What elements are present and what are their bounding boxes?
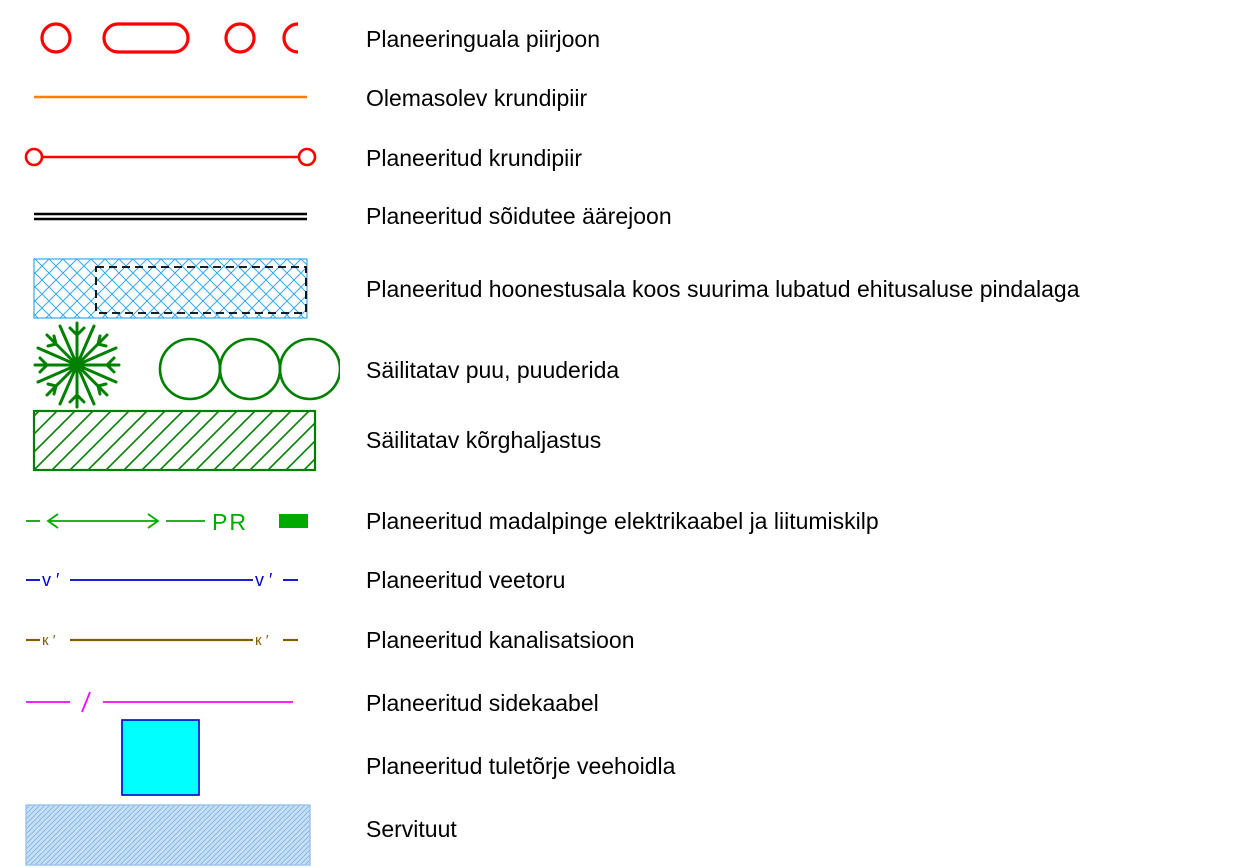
elektrikaabel-tag: PR <box>212 509 248 535</box>
legend-label-sidekaabel: Planeeritud sidekaabel <box>366 690 599 716</box>
legend-label-elektrikaabel: Planeeritud madalpinge elektrikaabel ja … <box>366 508 879 534</box>
svg-text:v ′: v ′ <box>42 570 60 590</box>
legend-label-servituut: Servituut <box>366 816 457 842</box>
legend-label-soidutee: Planeeritud sõidutee äärejoon <box>366 203 672 229</box>
legend-symbol-puu <box>33 321 340 409</box>
legend-label-puu: Säilitatav puu, puuderida <box>366 357 620 383</box>
legend-symbol-tuletorje <box>121 719 200 796</box>
legend-symbol-kanalisatsioon: к ′ к ′ <box>26 632 298 649</box>
svg-text:к ′: к ′ <box>42 632 56 649</box>
legend-symbol-korghaljastus <box>32 409 317 472</box>
legend-label-korghaljastus: Säilitatav kõrghaljastus <box>366 427 602 453</box>
legend-symbols: PR v ′ v ′ к ′ к ′ <box>24 22 340 866</box>
legend-symbol-elektrikaabel: PR <box>26 509 308 535</box>
legend-label-planeeringuala: Planeeringuala piirjoon <box>366 26 600 52</box>
legend-label-olemasolev-krundipiir: Olemasolev krundipiir <box>366 85 588 111</box>
legend-symbol-soidutee <box>34 212 307 221</box>
legend-symbol-sidekaabel <box>26 691 293 713</box>
legend-symbol-hoonestusala <box>33 258 308 319</box>
legend-label-veetoru: Planeeritud veetoru <box>366 567 566 593</box>
legend-symbol-veetoru: v ′ v ′ <box>26 570 298 590</box>
legend-symbol-servituut <box>25 804 311 866</box>
legend-label-hoonestusala: Planeeritud hoonestusala koos suurima lu… <box>366 276 1080 302</box>
legend-symbol-planeeringuala <box>40 22 299 54</box>
legend-label-kanalisatsioon: Planeeritud kanalisatsioon <box>366 627 635 653</box>
legend-label-tuletorje: Planeeritud tuletõrje veehoidla <box>366 753 676 779</box>
legend-label-planeeritud-krundipiir: Planeeritud krundipiir <box>366 145 583 171</box>
legend-symbol-planeeritud-krundipiir <box>24 147 317 167</box>
svg-text:к ′: к ′ <box>255 632 269 649</box>
svg-text:v ′: v ′ <box>255 570 273 590</box>
